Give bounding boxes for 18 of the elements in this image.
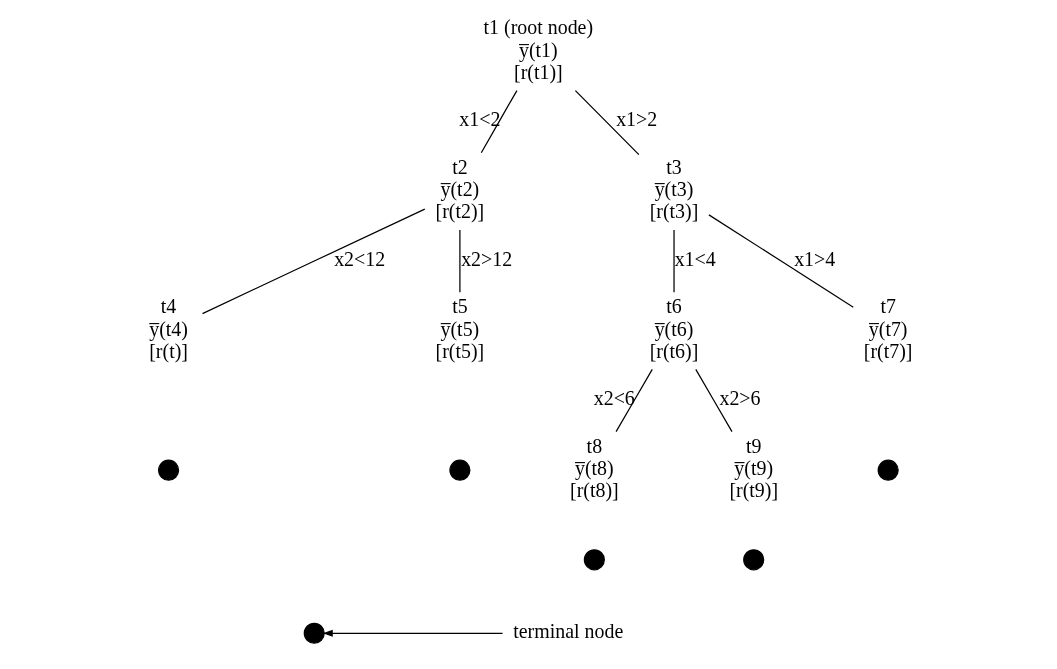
node-text: t4 y̅(t4) [r(t)] <box>148 295 188 362</box>
edge-label: x2<6 <box>593 387 635 410</box>
edge-label: x2<12 <box>333 247 385 270</box>
edge-label: x1>2 <box>615 108 657 131</box>
edge-label: x1>4 <box>793 247 835 270</box>
edge-label: x2>6 <box>718 387 761 410</box>
node-text: t5 y̅(t5) [r(t5)] <box>435 295 484 362</box>
legend-label: terminal node <box>512 620 623 643</box>
edge-label: x1<4 <box>674 247 716 270</box>
node-text: t9 y̅(t9) [r(t9)] <box>728 434 778 502</box>
node-text: t8 y̅(t8) [r(t8)] <box>569 434 619 502</box>
node-text: t6 y̅(t6) [r(t6)] <box>649 295 698 362</box>
node-text: t7 y̅(t7) [r(t7)] <box>863 295 912 362</box>
node-text: t1 (root node) y̅(t1) [r(t1)] <box>483 16 593 84</box>
node-text: t3 y̅(t3) [r(t3)] <box>649 155 698 223</box>
edge-label: x1<2 <box>458 108 500 131</box>
edge-label: x2>12 <box>460 247 512 270</box>
node-text: t2 y̅(t2) [r(t2)] <box>435 155 484 223</box>
